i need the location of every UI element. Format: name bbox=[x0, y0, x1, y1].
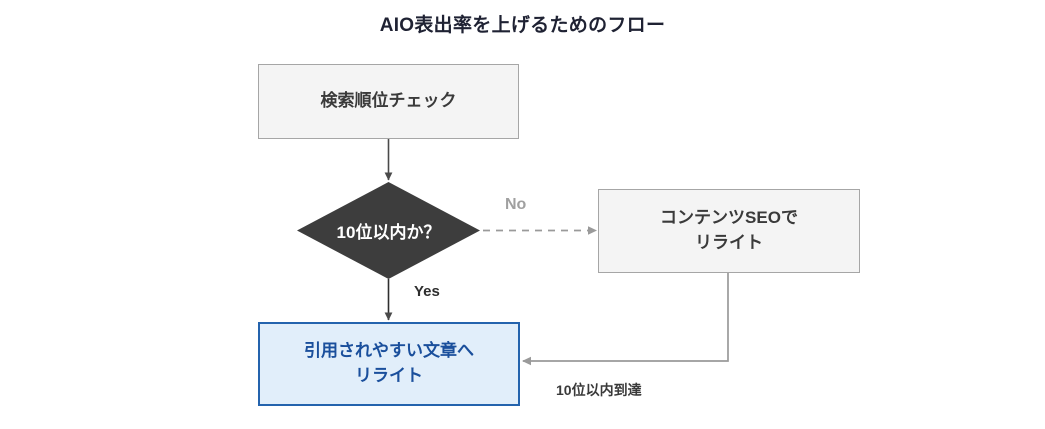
node-quotable-rewrite-line2: リライト bbox=[355, 366, 423, 385]
node-search-rank-check-label: 検索順位チェック bbox=[320, 91, 457, 111]
node-search-rank-check[interactable]: 検索順位チェック bbox=[258, 64, 519, 139]
node-content-seo-rewrite-text: コンテンツSEOで リライト bbox=[660, 206, 798, 255]
node-content-seo-rewrite-line2: リライト bbox=[695, 233, 763, 252]
node-content-seo-rewrite-line1: コンテンツSEOで bbox=[660, 208, 798, 228]
edge-label-yes: Yes bbox=[414, 283, 440, 300]
node-quotable-rewrite[interactable]: 引用されやすい文章へ リライト bbox=[258, 322, 520, 406]
page-title: AIO表出率を上げるためのフロー bbox=[379, 15, 666, 36]
node-quotable-rewrite-text: 引用されやすい文章へ リライト bbox=[304, 339, 474, 388]
node-decision-top10-label: 10位以内か？ bbox=[336, 223, 441, 242]
node-decision-top10[interactable]: 10位以内か？ bbox=[297, 182, 480, 279]
edge-seo-to-rewrite bbox=[522, 273, 729, 366]
node-content-seo-rewrite[interactable]: コンテンツSEOで リライト bbox=[598, 189, 860, 273]
edge-label-top10-reached: 10位以内到達 bbox=[556, 382, 642, 398]
node-quotable-rewrite-line1: 引用されやすい文章へ bbox=[304, 341, 474, 361]
edge-label-no: No bbox=[505, 196, 527, 213]
